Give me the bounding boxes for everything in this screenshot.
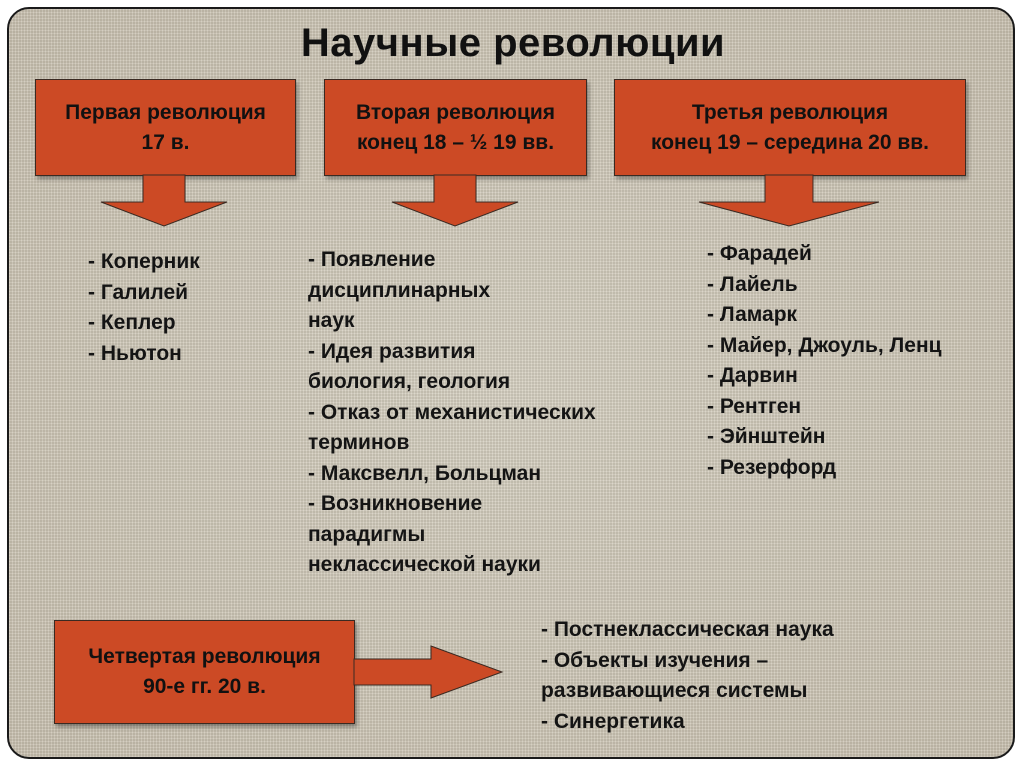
third-revolution-box: Третья революция конец 19 – середина 20 … [614, 79, 966, 176]
slide-title: Научные революции [300, 21, 726, 65]
list-item: - Коперник [88, 250, 200, 273]
list-item: - Ламарк [707, 303, 798, 326]
first-revolution-name: Первая революция [65, 100, 266, 124]
fourth-revolution-right-arrow [353, 645, 504, 699]
fourth-revolution-period: 90-е гг. 20 в. [143, 675, 266, 698]
third-revolution-name: Третья революция [691, 100, 889, 124]
second-revolution-list: - Появление дисциплинарных наук - Идея р… [308, 245, 596, 581]
list-item: - Кеплер [88, 311, 176, 334]
list-item: - Возникновение [308, 492, 483, 515]
list-item: - Фарадей [707, 242, 812, 265]
list-item: - Максвелл, Больцман [308, 461, 542, 485]
list-item: - Резерфорд [707, 455, 837, 479]
list-item: - Отказ от механистических [308, 400, 596, 424]
list-item: - Синергетика [541, 709, 685, 733]
list-item: - Майер, Джоуль, Ленц [707, 333, 942, 357]
first-revolution-list: - Коперник - Галилей - Кеплер - Ньютон [88, 247, 200, 369]
list-item: развивающиеся системы [541, 679, 808, 702]
second-revolution-name: Вторая революция [355, 100, 556, 124]
fourth-revolution-list: - Постнеклассическая наука - Объекты изу… [541, 615, 834, 737]
second-revolution-down-arrow [391, 174, 519, 227]
first-revolution-down-arrow [100, 174, 228, 227]
list-item: - Идея развития [308, 339, 476, 363]
third-revolution-down-arrow [698, 174, 880, 227]
second-revolution-period: конец 18 – ½ 19 вв. [356, 130, 555, 154]
list-item: терминов [308, 431, 410, 454]
list-item: - Эйнштейн [707, 425, 826, 448]
list-item: парадигмы [308, 522, 426, 546]
list-item: - Рентген [707, 394, 802, 418]
first-revolution-box: Первая революция 17 в. [35, 79, 296, 176]
slide: Научные революции Первая революция 17 в.… [7, 7, 1015, 759]
list-item: - Объекты изучения – [541, 648, 769, 672]
third-revolution-list: - Фарадей - Лайель - Ламарк - Майер, Джо… [707, 239, 942, 483]
third-revolution-period: конец 19 – середина 20 вв. [650, 130, 930, 154]
second-revolution-box: Вторая революция конец 18 – ½ 19 вв. [324, 79, 587, 176]
list-item: - Ньютон [88, 341, 182, 365]
list-item: - Появление [308, 248, 436, 271]
list-item: биология, геология [308, 370, 511, 393]
list-item: - Лайель [707, 272, 798, 296]
list-item: неклассической науки [308, 553, 541, 576]
list-item: - Галилей [88, 280, 189, 304]
list-item: дисциплинарных [308, 278, 491, 302]
fourth-revolution-name: Четвертая революция [88, 645, 321, 668]
list-item: - Дарвин [707, 364, 798, 387]
list-item: наук [308, 309, 355, 332]
list-item: - Постнеклассическая наука [541, 618, 834, 641]
fourth-revolution-box: Четвертая революция 90-е гг. 20 в. [54, 620, 355, 724]
first-revolution-period: 17 в. [141, 130, 190, 154]
